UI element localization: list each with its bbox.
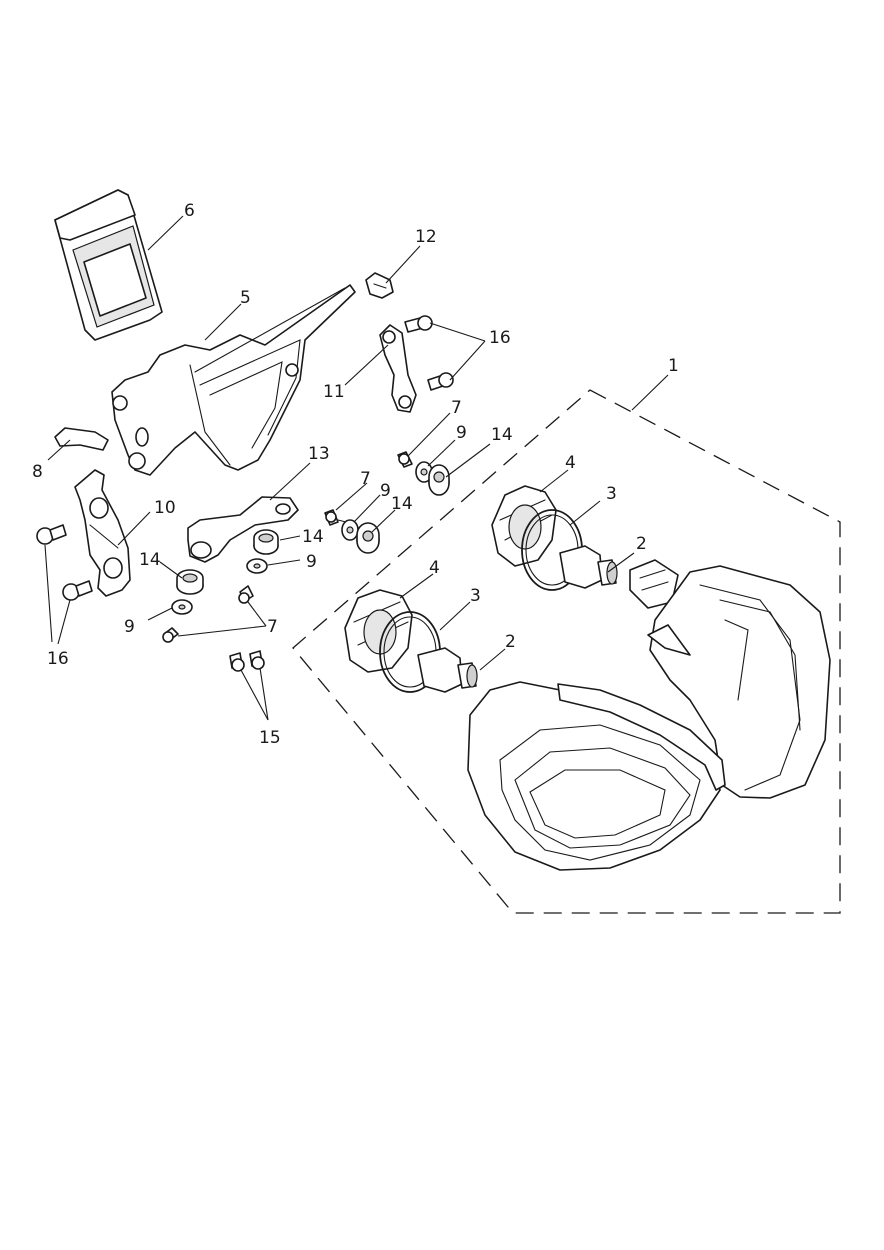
callout-14-upper: 14 <box>491 425 513 445</box>
part-5-bracket <box>111 284 356 476</box>
callout-4-upper: 4 <box>565 453 576 473</box>
callout-16-upper: 16 <box>489 328 511 348</box>
callout-5: 5 <box>240 288 251 308</box>
callout-3-lower: 3 <box>470 586 481 606</box>
part-14-grommet-left <box>176 569 204 595</box>
part-11-link <box>379 324 417 413</box>
part-9-washer-upper <box>415 461 433 483</box>
callout-12: 12 <box>415 227 437 247</box>
callout-11: 11 <box>323 382 345 402</box>
part-12-clip <box>365 272 394 299</box>
callout-10: 10 <box>154 498 176 518</box>
part-13-plate <box>187 496 299 563</box>
part-6-surround <box>54 189 163 341</box>
callout-7-centre: 7 <box>360 469 371 489</box>
callout-13: 13 <box>308 444 330 464</box>
part-14-grommet-upper <box>428 464 450 496</box>
part-7-screw-upper <box>397 451 413 468</box>
callout-16-lower: 16 <box>47 649 69 669</box>
callout-9-mid: 9 <box>306 552 317 572</box>
part-4-bulb-holder-upper <box>491 485 557 567</box>
callout-9-left: 9 <box>124 617 135 637</box>
callout-8: 8 <box>32 462 43 482</box>
part-10-side-bracket <box>74 469 131 597</box>
part-14-grommet-centre <box>356 522 380 554</box>
part-7-screw-centre <box>324 509 347 526</box>
part-2-bulb-upper <box>559 545 618 589</box>
part-15-screws <box>229 650 265 672</box>
callout-numbers: 1 2 2 3 3 4 4 5 6 7 7 7 8 9 9 9 9 10 11 … <box>32 201 679 748</box>
callout-6: 6 <box>184 201 195 221</box>
callout-14-left: 14 <box>139 550 161 570</box>
part-9-washer-left <box>171 599 193 615</box>
part-16-bolts-upper <box>404 315 454 391</box>
part-9-washer-centre <box>341 519 359 541</box>
callout-2-upper: 2 <box>636 534 647 554</box>
part-2-bulb-lower <box>417 647 478 693</box>
callout-7-upper: 7 <box>451 398 462 418</box>
callout-2-lower: 2 <box>505 632 516 652</box>
callout-4-lower: 4 <box>429 558 440 578</box>
part-16-bolts-lower <box>36 524 93 601</box>
callout-9-upper: 9 <box>456 423 467 443</box>
callout-1: 1 <box>668 356 679 376</box>
part-7-screw-left <box>162 627 179 643</box>
callout-9-centre: 9 <box>380 481 391 501</box>
callout-3-upper: 3 <box>606 484 617 504</box>
part-9-washer-mid <box>246 558 268 574</box>
callout-14-centre: 14 <box>391 494 413 514</box>
leader-lines <box>44 215 669 721</box>
callout-15: 15 <box>259 728 281 748</box>
part-1-headlight-unit <box>467 565 831 871</box>
callout-7-lower: 7 <box>267 617 278 637</box>
part-14-grommet-mid <box>253 529 279 555</box>
part-4-bulb-holder-lower <box>344 589 413 673</box>
callout-14-mid: 14 <box>302 527 324 547</box>
part-7-screw-mid <box>238 585 254 604</box>
assembly-boundary <box>292 389 841 914</box>
